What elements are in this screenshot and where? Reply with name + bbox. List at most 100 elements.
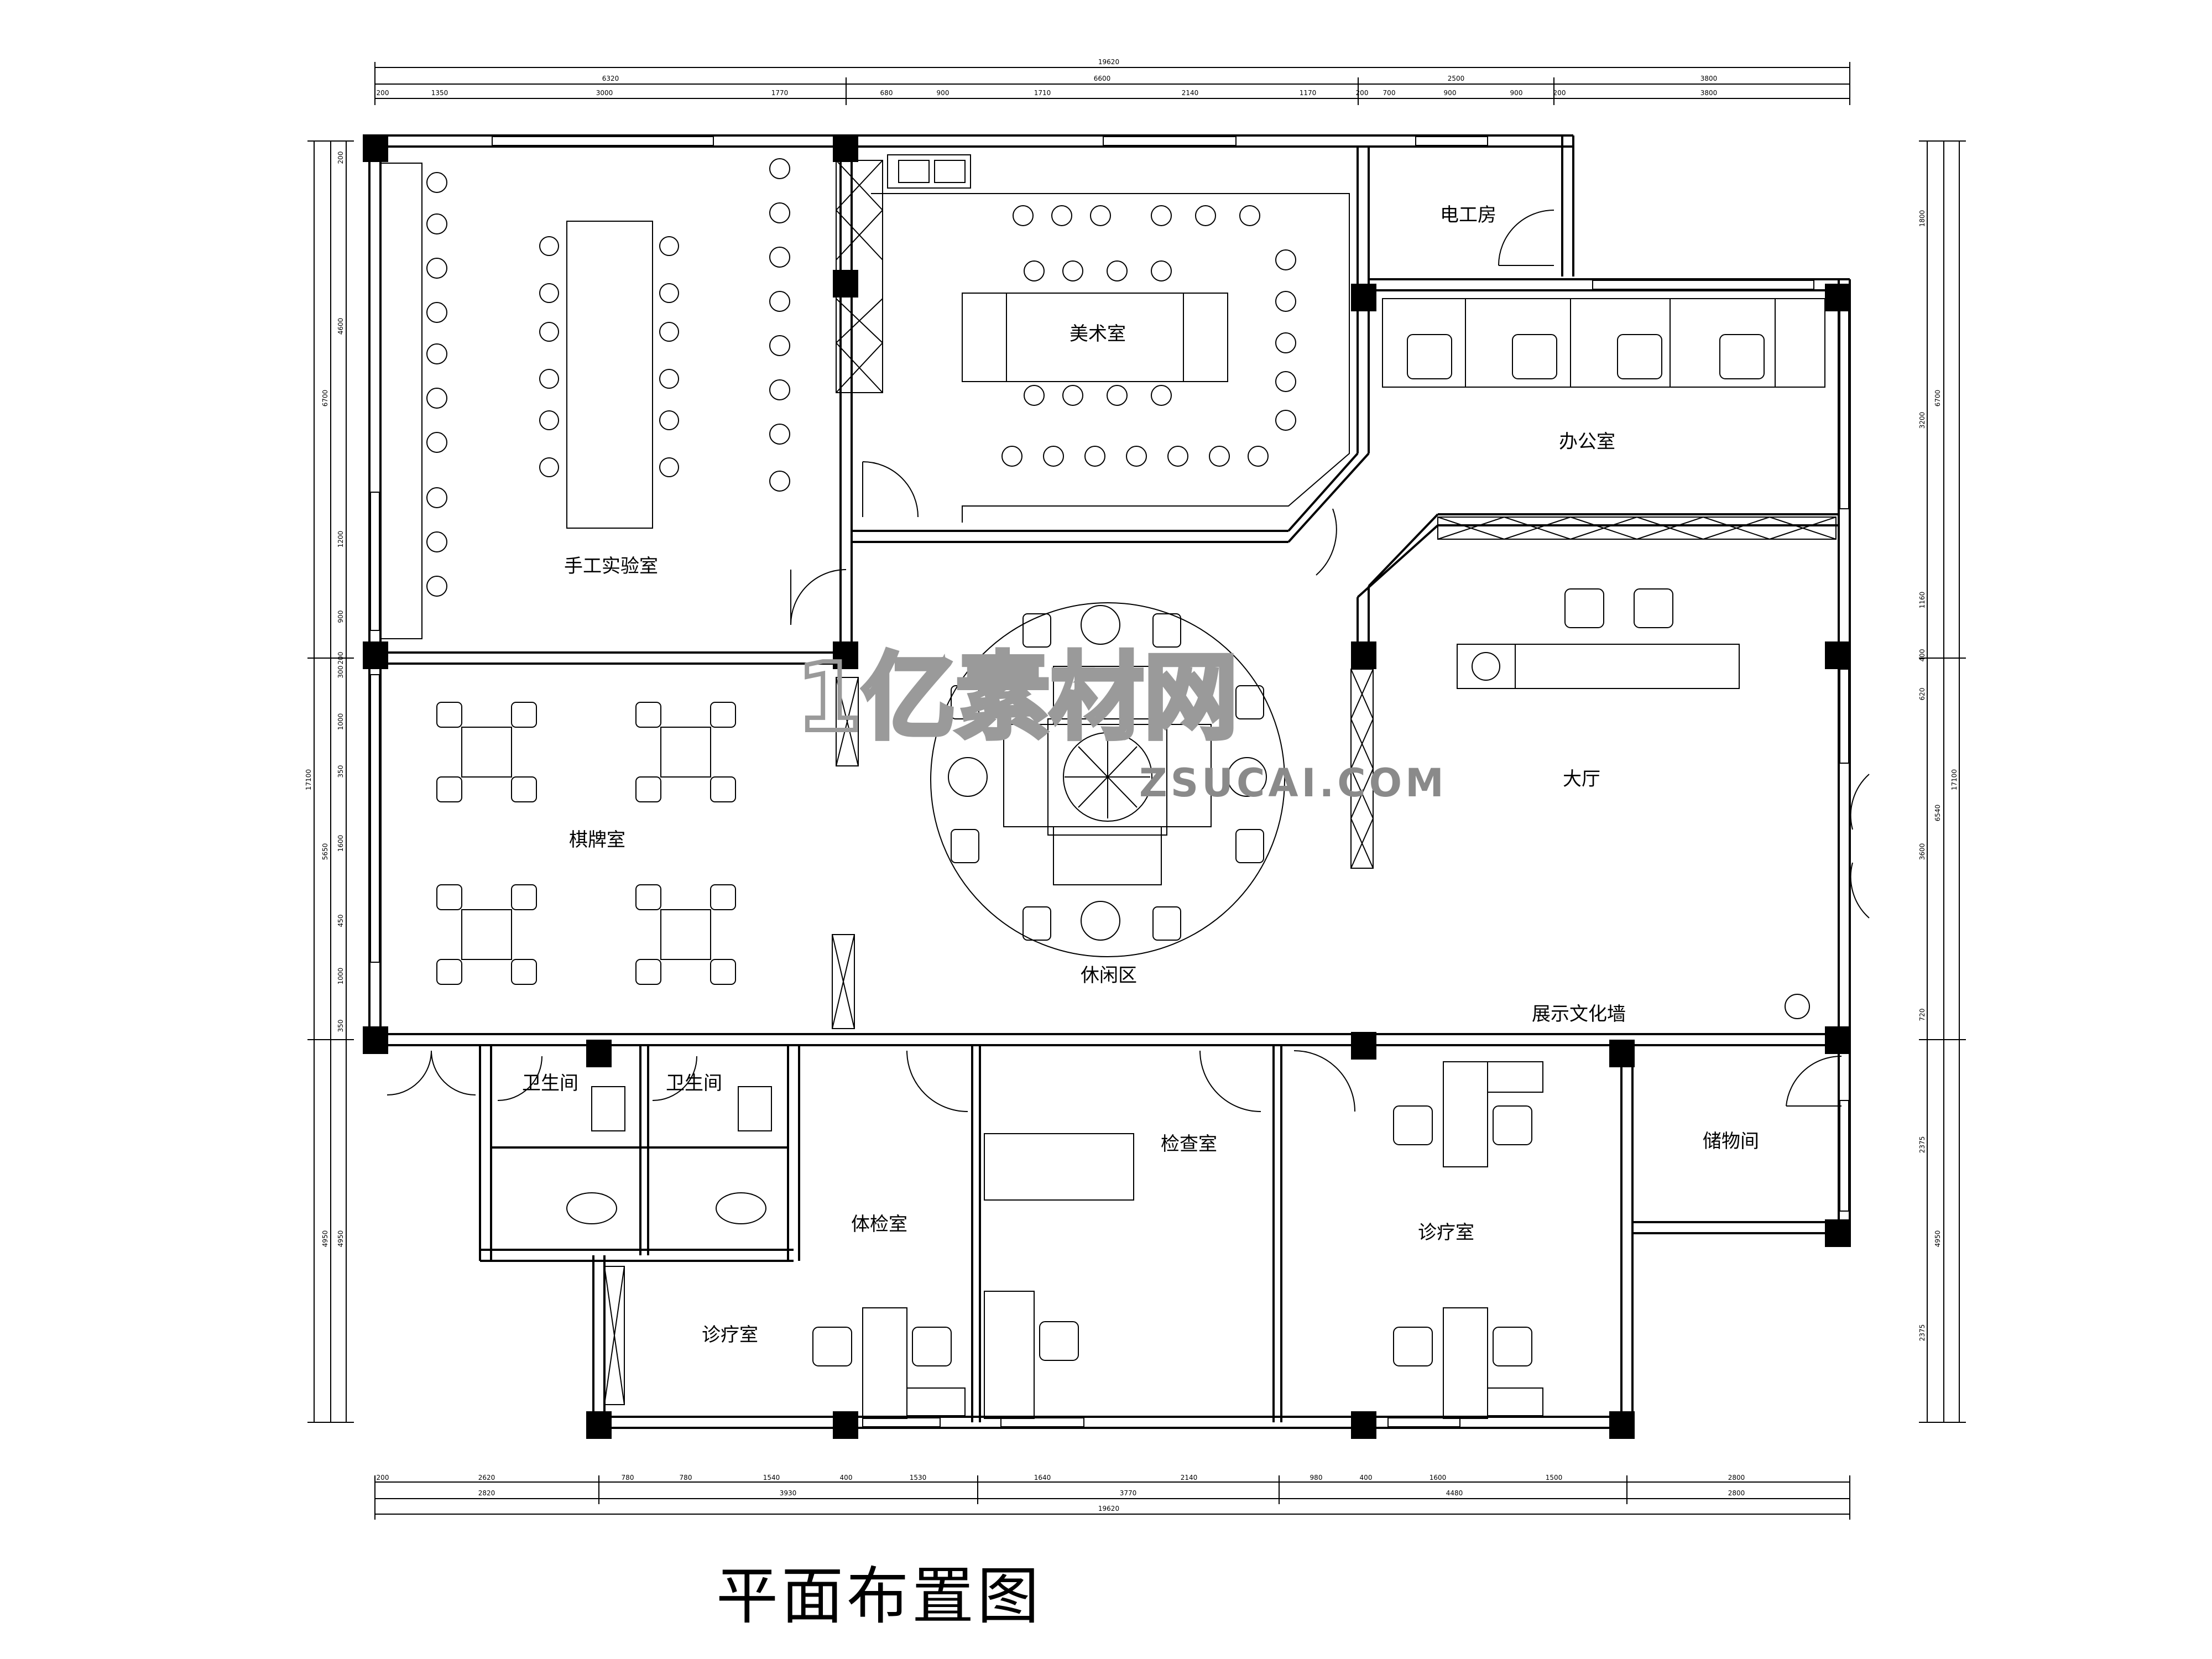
room-label-physical-exam-room: 体检室 [851,1213,907,1235]
dim-top-group: 3800 [1700,75,1718,82]
dim-top-detail: 900 [937,89,950,97]
dim-top-detail: 680 [880,89,893,97]
dim-left-detail: 450 [337,915,345,927]
dim-left-detail: 4950 [337,1230,345,1248]
dim-right-detail: 400 [1918,649,1926,662]
bottom-dimensions: 200 2620 780 780 1540 400 1530 1640 2140… [377,1474,1745,1512]
dim-bottom-detail: 780 [680,1474,692,1481]
windows [370,136,1849,1427]
dim-right-detail: 720 [1918,1009,1926,1021]
left-dimensions: 200 4600 1200 900 200 300 1000 350 1600 … [305,152,345,1248]
room-label-handcraft-lab: 手工实验室 [564,555,658,577]
dim-right-detail: 3600 [1918,843,1926,860]
dim-top-detail: 1710 [1034,89,1051,97]
dim-bottom-detail: 780 [622,1474,634,1481]
watermark-main: 1亿素材网 [796,643,1238,753]
doors [387,210,1870,1112]
dim-top-detail: 900 [1510,89,1523,97]
dim-right-detail: 1160 [1918,592,1926,609]
dim-right-group: 6540 [1934,805,1942,822]
treatment-room-furniture [812,1061,1543,1419]
room-label-culture-wall: 展示文化墙 [1532,1003,1626,1025]
drawing-title: 平面布置图 [716,1561,1042,1632]
dim-left-detail: 300 [337,666,345,679]
dim-right-detail: 2375 [1918,1324,1926,1342]
dim-left-group: 4950 [321,1230,329,1248]
handcraft-lab-furniture [380,158,790,639]
dim-bottom-group: 2820 [478,1489,495,1497]
walls [368,134,1851,1429]
dim-left-detail: 350 [337,1020,345,1032]
watermark-sub: ZSUCAI.COM [1139,760,1447,806]
dim-top-detail: 700 [1383,89,1396,97]
dim-top-detail: 900 [1444,89,1457,97]
dim-right-group: 4950 [1934,1230,1942,1248]
dim-left-detail: 4600 [337,318,345,335]
dim-top-detail: 200 [1553,89,1566,97]
room-label-art-room: 美术室 [1070,323,1126,345]
room-label-leisure-area: 休闲区 [1081,964,1137,987]
dim-left-detail: 1000 [337,713,345,731]
dim-bottom-detail: 2800 [1728,1474,1745,1481]
dim-right-detail: 620 [1918,688,1926,701]
dim-left-total: 17100 [305,769,312,790]
dim-bottom-group: 3770 [1120,1489,1137,1497]
dim-bottom-detail: 1530 [910,1474,927,1481]
dim-top-detail: 200 [1356,89,1369,97]
dim-bottom-group: 4480 [1446,1489,1463,1497]
lobby-furniture [1457,588,1810,1019]
room-label-examination-room: 检查室 [1161,1133,1217,1155]
dim-bottom-detail: 2140 [1181,1474,1198,1481]
dim-left-detail: 900 [337,611,345,623]
dim-bottom-detail: 200 [377,1474,389,1481]
dim-top-detail: 1350 [431,89,448,97]
dim-top-total: 19620 [1098,58,1119,66]
dim-bottom-detail: 1540 [763,1474,780,1481]
dim-top-detail: 3000 [596,89,613,97]
dim-bottom-total: 19620 [1098,1505,1119,1512]
dim-top-detail: 3800 [1700,89,1718,97]
dim-bottom-group: 2800 [1728,1489,1745,1497]
dim-left-group: 6700 [321,390,329,407]
room-label-toilet: 卫生间 [522,1072,578,1094]
dim-left-group: 5650 [321,843,329,860]
columns [363,134,1850,1439]
right-dimensions: 1800 3200 1160 400 620 3600 720 2375 237… [1918,210,1958,1342]
room-label-chess-room: 棋牌室 [569,829,625,851]
dim-right-detail: 1800 [1918,210,1926,227]
chess-room-furniture [436,702,736,985]
watermark: 1亿素材网 ZSUCAI.COM [794,641,1447,806]
room-label-toilet: 卫生间 [666,1072,722,1094]
dimension-lines [307,62,1966,1520]
dim-top-group: 2500 [1448,75,1465,82]
dim-bottom-detail: 980 [1310,1474,1323,1481]
dim-top-detail: 1770 [771,89,789,97]
dim-left-detail: 350 [337,765,345,778]
dim-right-detail: 3200 [1918,412,1926,429]
dim-right-detail: 2375 [1918,1136,1926,1154]
dim-left-detail: 1600 [337,835,345,852]
dim-top-detail: 2140 [1182,89,1199,97]
dim-left-detail: 200 [337,652,345,665]
dim-top-group: 6320 [602,75,619,82]
dim-right-total: 17100 [1950,769,1958,790]
cabinets [604,160,1837,1405]
dim-bottom-detail: 400 [840,1474,853,1481]
art-room-furniture [871,154,1350,523]
dim-bottom-detail: 1500 [1546,1474,1563,1481]
top-dimensions: 19620 6320 6600 2500 3800 200 1350 3000 … [377,58,1718,97]
dim-top-detail: 200 [377,89,389,97]
dim-top-group: 6600 [1094,75,1111,82]
dim-right-group: 6700 [1934,390,1942,407]
room-label-lobby: 大厅 [1563,768,1600,790]
dim-bottom-detail: 1640 [1034,1474,1051,1481]
office-furniture [1382,298,1825,388]
room-label-storage-room: 储物间 [1703,1130,1759,1152]
dim-top-detail: 1170 [1300,89,1317,97]
dim-bottom-detail: 1600 [1430,1474,1447,1481]
leisure-area-furniture [930,602,1285,957]
dim-bottom-detail: 2620 [478,1474,495,1481]
room-label-treatment-room-left: 诊疗室 [702,1324,758,1346]
dim-bottom-group: 3930 [780,1489,797,1497]
